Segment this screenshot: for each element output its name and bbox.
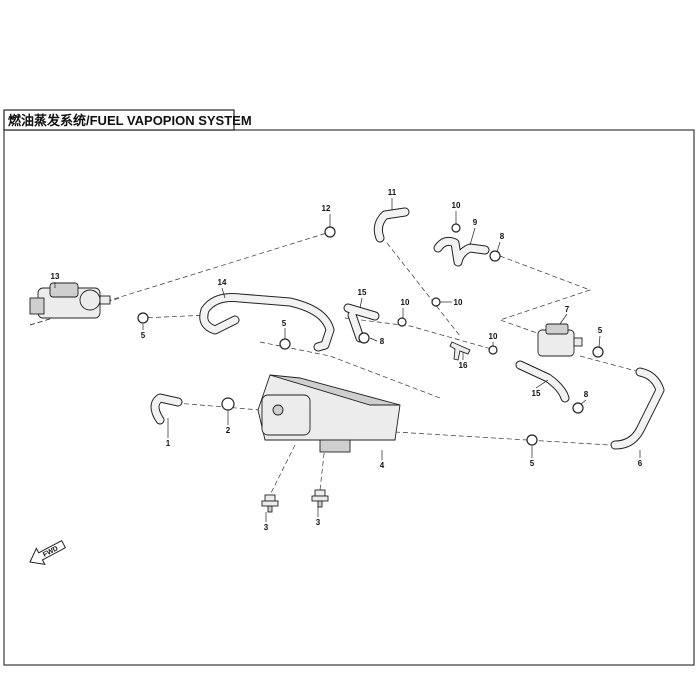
callout-15-upper: 15 xyxy=(358,288,367,297)
callout-10-center: 10 xyxy=(454,298,463,307)
callout-4: 4 xyxy=(380,461,385,470)
clamp-10-mid[interactable] xyxy=(397,317,407,327)
callout-5-left: 5 xyxy=(141,331,146,340)
callout-3-right: 3 xyxy=(316,518,321,527)
fwd-arrow-icon: FWD xyxy=(29,539,67,565)
clamp-5-mid[interactable] xyxy=(279,338,291,350)
callout-8-right: 8 xyxy=(584,390,589,399)
clamp-8-top[interactable] xyxy=(489,250,501,262)
callout-2: 2 xyxy=(226,426,231,435)
callout-5-mid: 5 xyxy=(282,319,287,328)
callout-5-bottom: 5 xyxy=(530,459,535,468)
part-14-hose[interactable] xyxy=(199,293,335,352)
clamp-2[interactable] xyxy=(221,397,235,411)
clamp-10-top[interactable] xyxy=(451,223,461,233)
diagram-title: 燃油蒸发系统/FUEL VAPOPION SYSTEM xyxy=(8,113,252,128)
part-15-lower-hose[interactable] xyxy=(515,360,570,403)
callout-3-left: 3 xyxy=(264,523,269,532)
part-4-canister[interactable] xyxy=(257,374,401,453)
diagram-frame xyxy=(3,129,695,666)
callout-8-mid: 8 xyxy=(380,337,385,346)
part-11-hose[interactable] xyxy=(373,207,410,243)
clamp-8-right[interactable] xyxy=(572,402,584,414)
callout-16: 16 xyxy=(459,361,468,370)
part-7-solenoid-valve[interactable] xyxy=(537,323,583,357)
part-9-hose[interactable] xyxy=(433,236,490,267)
part-1-hose[interactable] xyxy=(150,393,183,425)
clamp-5-bottom[interactable] xyxy=(526,434,538,446)
callout-10-right: 10 xyxy=(489,332,498,341)
callout-1: 1 xyxy=(166,439,171,448)
callouts: 13 5 14 12 11 10 9 8 15 10 10 8 5 16 10 … xyxy=(51,188,643,532)
callout-7: 7 xyxy=(565,305,570,314)
assembly-lines xyxy=(29,231,641,496)
clamp-5-left[interactable] xyxy=(137,312,149,324)
callout-8-top: 8 xyxy=(500,232,505,241)
part-16-tee-fitting[interactable] xyxy=(449,341,471,361)
part-3-bolt-b[interactable] xyxy=(311,489,329,508)
callout-6: 6 xyxy=(638,459,643,468)
part-15-upper-hose[interactable] xyxy=(343,303,380,343)
callout-12: 12 xyxy=(322,204,331,213)
callout-10-top: 10 xyxy=(452,201,461,210)
clamp-10-center[interactable] xyxy=(431,297,441,307)
callout-14: 14 xyxy=(218,278,227,287)
leader-lines xyxy=(54,198,641,522)
callout-9: 9 xyxy=(473,218,478,227)
part-6-hose[interactable] xyxy=(610,367,665,450)
callout-10-mid: 10 xyxy=(401,298,410,307)
fwd-label: FWD xyxy=(42,545,59,559)
callout-13: 13 xyxy=(51,272,60,281)
part-13-valve[interactable] xyxy=(29,282,111,319)
clamp-8-mid[interactable] xyxy=(358,332,370,344)
title-box: 燃油蒸发系统/FUEL VAPOPION SYSTEM xyxy=(3,109,252,131)
callout-11: 11 xyxy=(388,188,397,197)
clamp-12[interactable] xyxy=(324,226,336,238)
callout-15-lower: 15 xyxy=(532,389,541,398)
part-3-bolt-a[interactable] xyxy=(261,494,279,513)
callout-5-right: 5 xyxy=(598,326,603,335)
clamp-10-right[interactable] xyxy=(488,345,498,355)
clamp-5-right[interactable] xyxy=(592,346,604,358)
